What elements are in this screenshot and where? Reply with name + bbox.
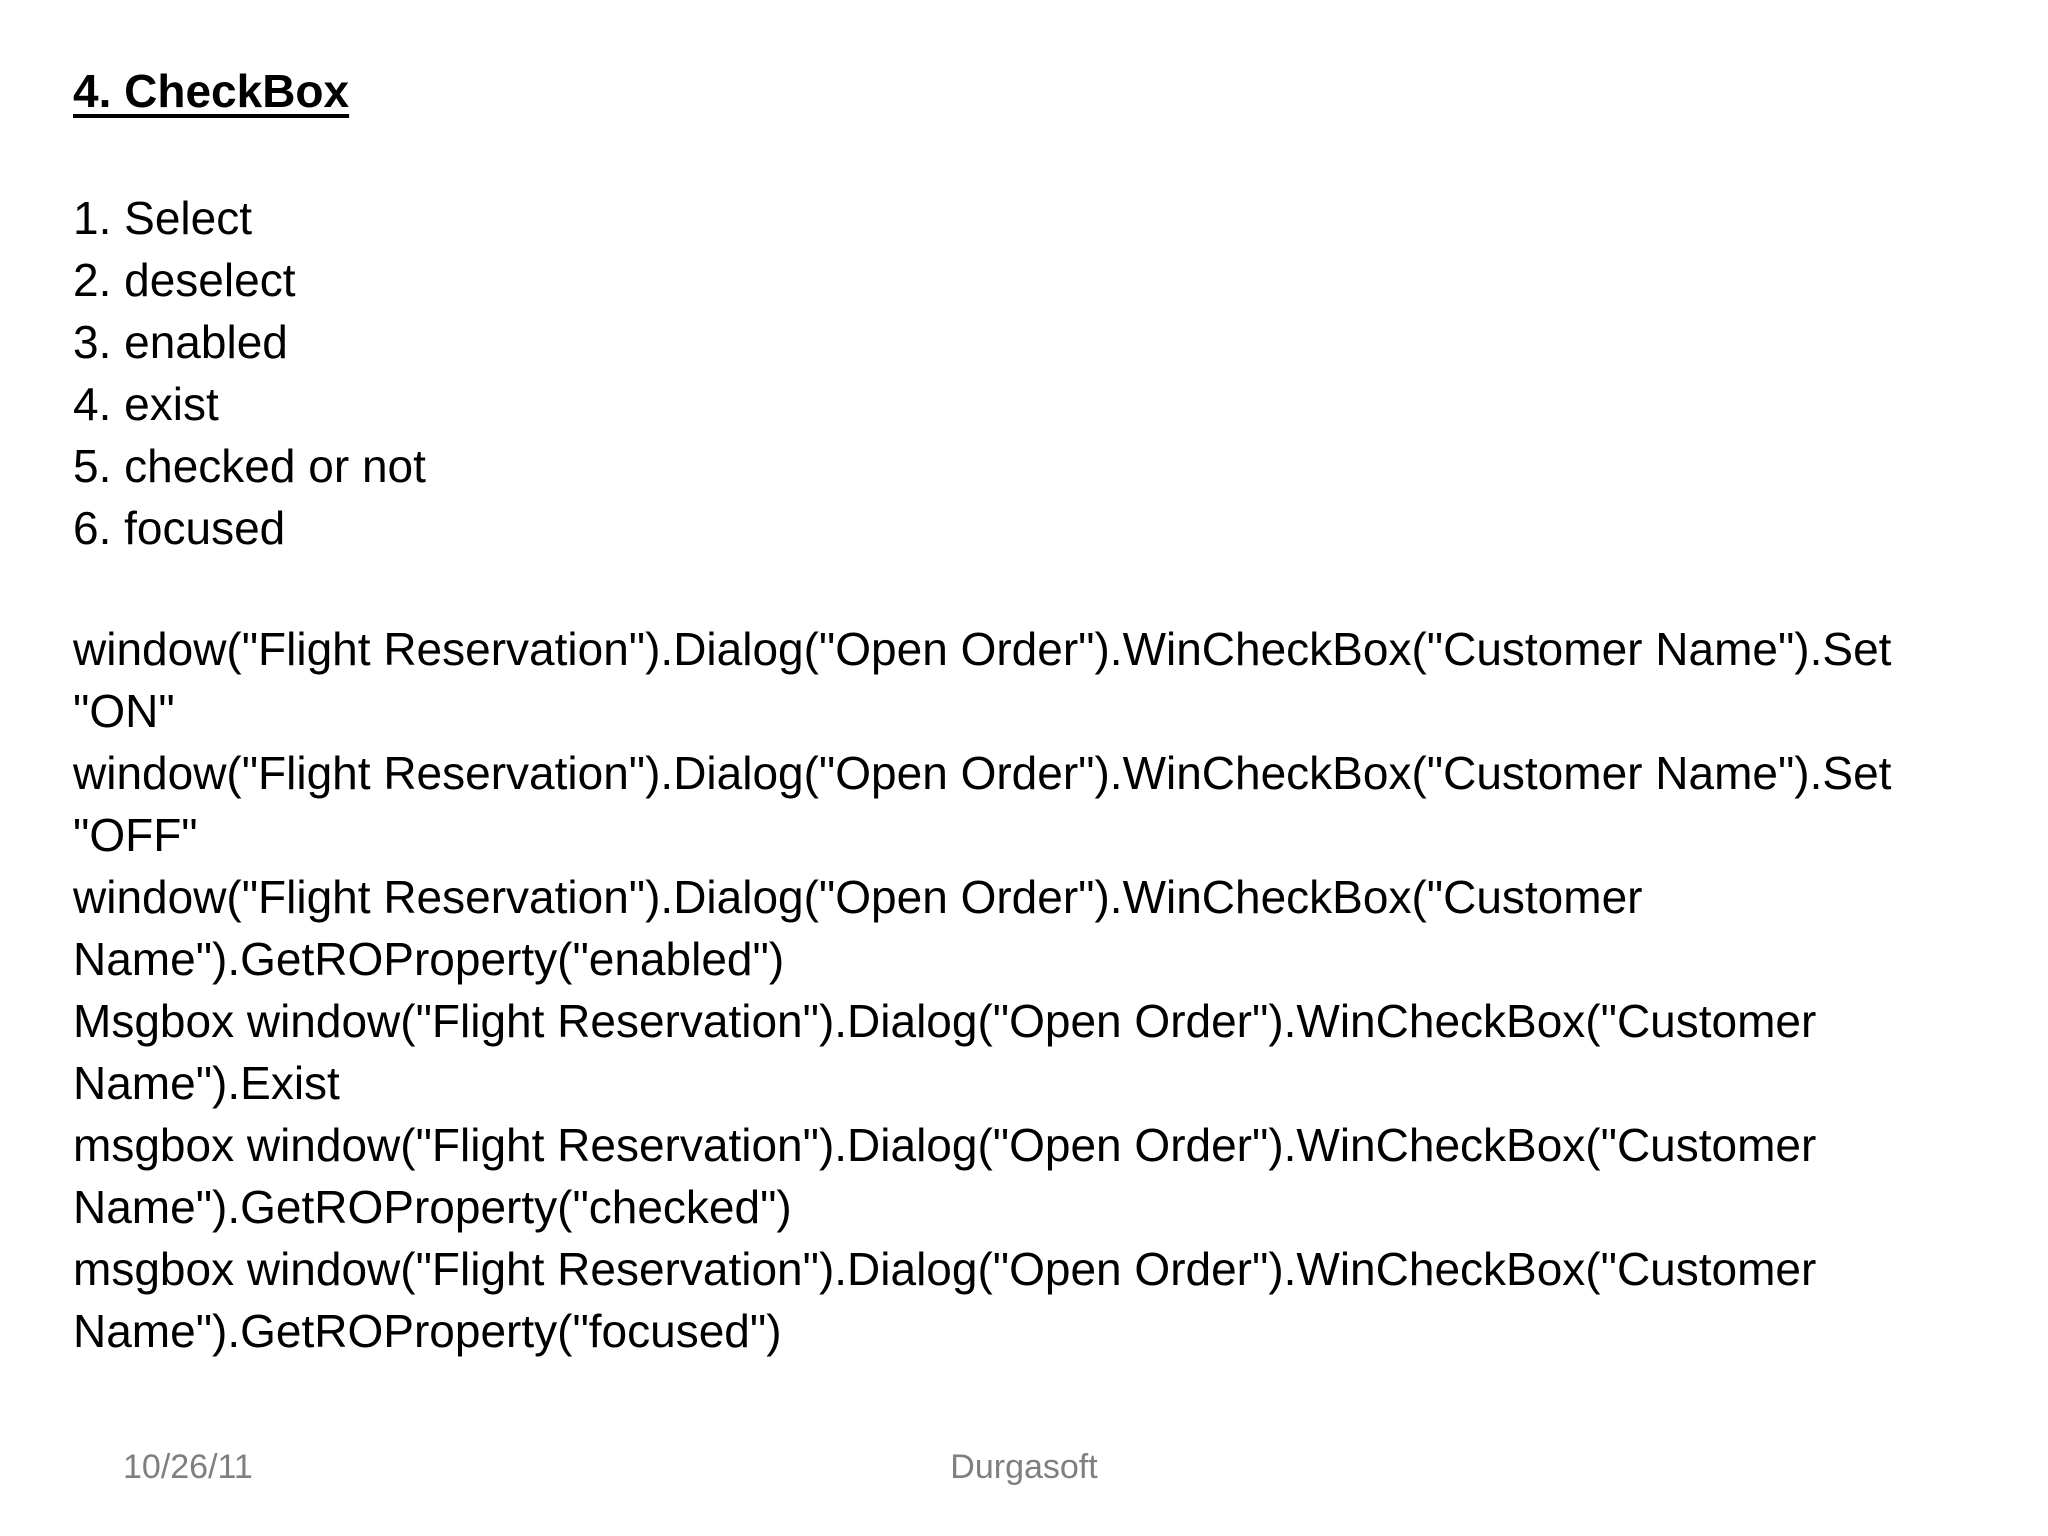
code-line: window("Flight Reservation").Dialog("Ope… (73, 871, 1643, 923)
code-line: Name").Exist (73, 1057, 340, 1109)
footer-brand: Durgasoft (950, 1448, 1098, 1486)
list-item: 3. enabled (73, 316, 288, 368)
code-line: "OFF" (73, 809, 198, 861)
code-block: window("Flight Reservation").Dialog("Ope… (73, 618, 1891, 1362)
code-line: Name").GetROProperty("enabled") (73, 933, 785, 985)
code-line: msgbox window("Flight Reservation").Dial… (73, 1119, 1817, 1171)
code-line: Name").GetROProperty("focused") (73, 1305, 782, 1357)
code-line: window("Flight Reservation").Dialog("Ope… (73, 623, 1892, 675)
list-item: 6. focused (73, 502, 286, 554)
list-item: 1. Select (73, 192, 252, 244)
footer-date: 10/26/11 (123, 1448, 253, 1486)
list-item: 2. deselect (73, 254, 296, 306)
code-line: "ON" (73, 685, 175, 737)
code-line: msgbox window("Flight Reservation").Dial… (73, 1243, 1817, 1295)
list-item: 5. checked or not (73, 440, 426, 492)
code-line: Msgbox window("Flight Reservation").Dial… (73, 995, 1817, 1047)
code-line: Name").GetROProperty("checked") (73, 1181, 792, 1233)
list-item: 4. exist (73, 378, 219, 430)
checkbox-operations-list: 1. Select 2. deselect 3. enabled 4. exis… (73, 187, 426, 559)
code-line: window("Flight Reservation").Dialog("Ope… (73, 747, 1892, 799)
slide-title: 4. CheckBox (73, 65, 350, 117)
